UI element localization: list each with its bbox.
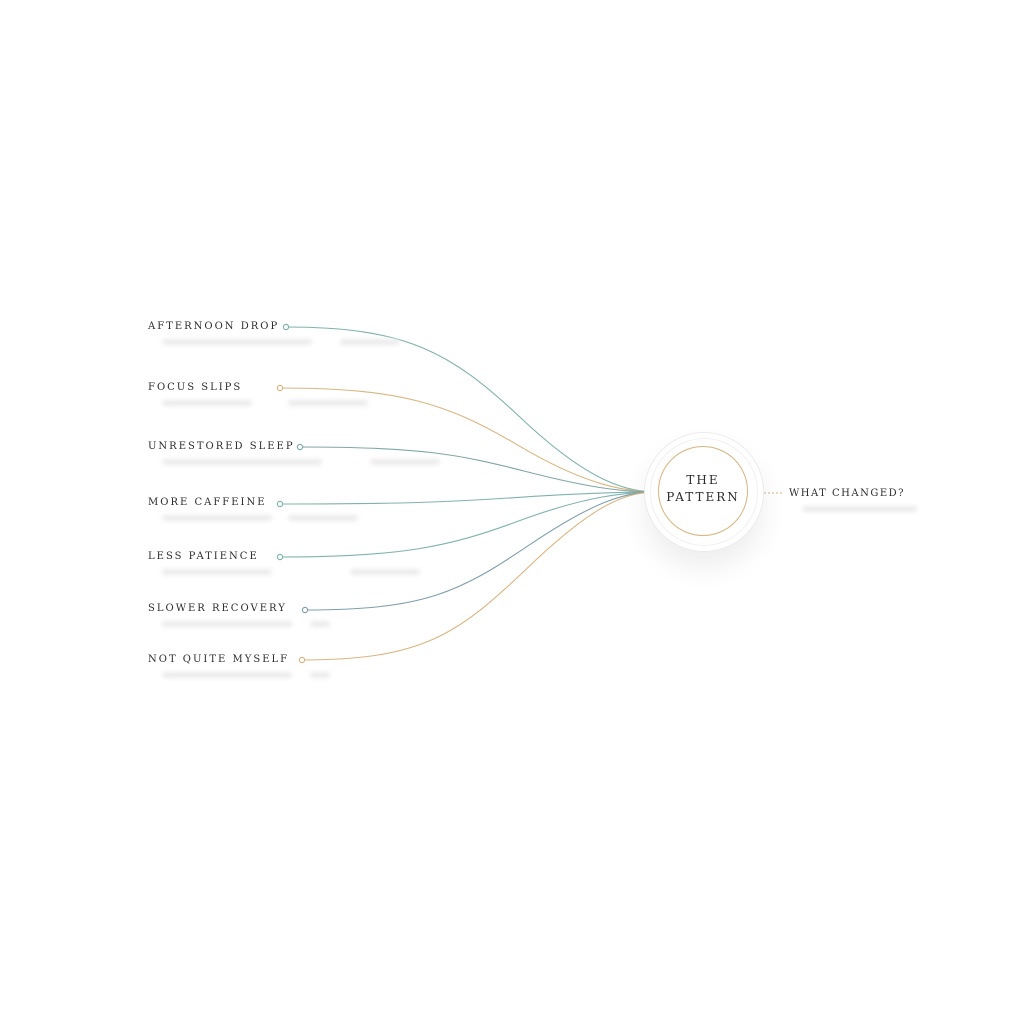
symptom-label-unrestored-sleep: UNRESTORED SLEEP (148, 441, 295, 452)
connector-line (285, 326, 659, 493)
hub-ring (650, 438, 758, 546)
hub-title-line-2: PATTERN (666, 490, 740, 504)
connector-dot (296, 443, 304, 451)
symptom-label-afternoon-drop: AFTERNOON DROP (148, 321, 280, 332)
symptom-label-more-caffeine: MORE CAFFEINE (148, 497, 267, 508)
symptom-label-not-quite-myself: NOT QUITE MYSELF (148, 654, 290, 665)
symptom-subtext-blur (350, 569, 420, 575)
symptom-subtext-blur (310, 621, 330, 627)
symptom-subtext-blur (162, 621, 292, 627)
connector-dot (298, 656, 306, 664)
symptom-subtext-blur (370, 459, 440, 465)
outcome-subtext-blur (802, 506, 917, 512)
symptom-subtext-blur (162, 459, 322, 465)
symptom-subtext-blur (162, 339, 312, 345)
symptom-subtext-blur (340, 339, 400, 345)
symptom-subtext-blur (162, 569, 272, 575)
symptom-label-slower-recovery: SLOWER RECOVERY (148, 603, 287, 614)
connector-dot (276, 553, 284, 561)
symptom-subtext-blur (162, 515, 272, 521)
symptom-subtext-blur (288, 400, 368, 406)
symptom-subtext-blur (162, 400, 252, 406)
connector-dot (282, 323, 290, 331)
connector-line (279, 491, 659, 558)
symptom-subtext-blur (310, 672, 330, 678)
connector-line (299, 446, 659, 493)
connector-line (279, 387, 659, 493)
symptom-label-focus-slips: FOCUS SLIPS (148, 382, 243, 393)
symptom-label-less-patience: LESS PATIENCE (148, 551, 259, 562)
connector-dot (301, 606, 309, 614)
hub-circle (658, 446, 748, 536)
connector-dot (276, 384, 284, 392)
hub-title-line-1: THE (686, 473, 720, 487)
connector-line (301, 491, 659, 661)
symptom-subtext-blur (288, 515, 358, 521)
connector-line (279, 491, 659, 505)
hub-title: THE PATTERN (658, 472, 748, 506)
connector-line (304, 491, 659, 611)
symptom-subtext-blur (162, 672, 292, 678)
connector-dot (276, 500, 284, 508)
outcome-label: WHAT CHANGED? (789, 488, 906, 499)
